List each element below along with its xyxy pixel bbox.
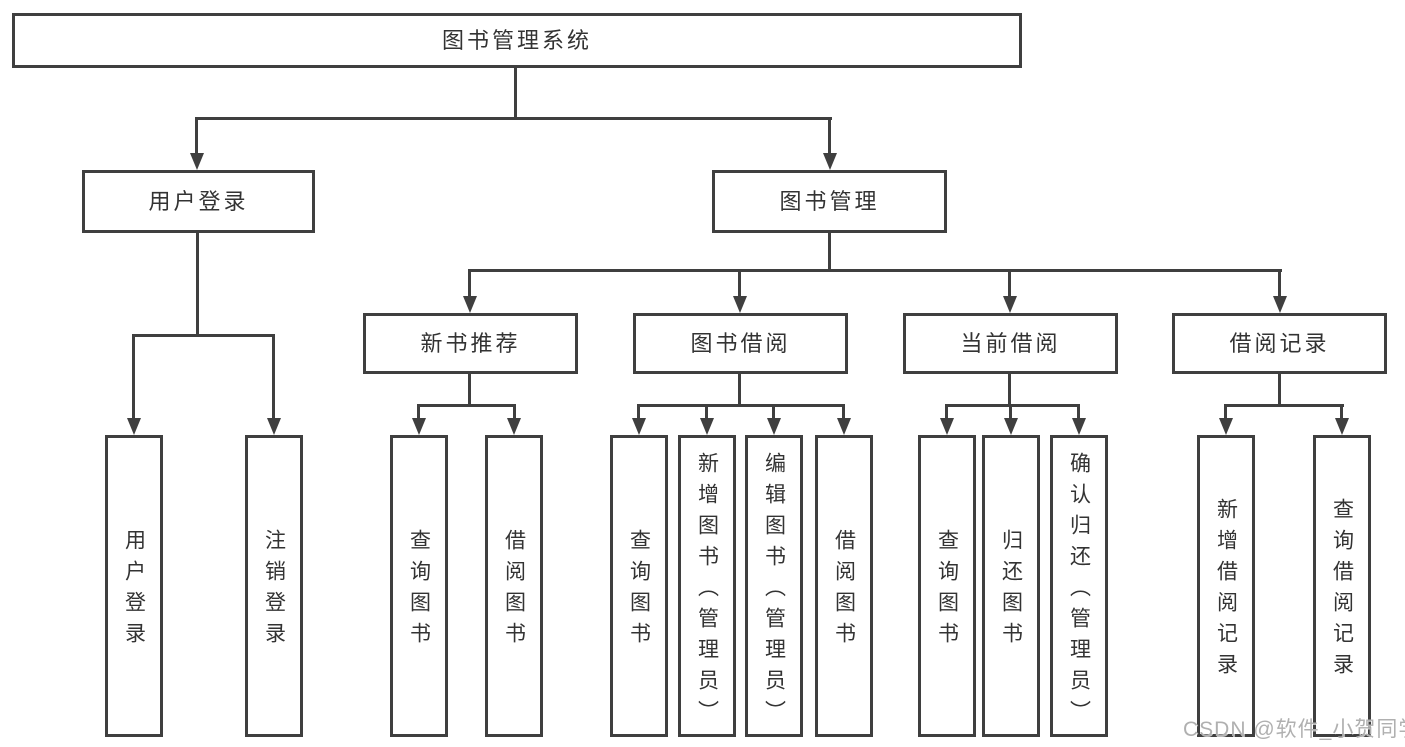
leaf-label: 编辑图书︵管理员︶ xyxy=(762,451,786,731)
leaf-label: 借阅图书 xyxy=(832,529,856,653)
connector-line xyxy=(1077,404,1080,420)
connector-line xyxy=(468,269,1282,272)
connector-line xyxy=(272,334,275,420)
leaf-borrow-books-borrowing: 借阅图书 xyxy=(815,435,873,737)
arrow-down-icon xyxy=(412,418,426,435)
connector-line xyxy=(1009,404,1012,420)
connector-line xyxy=(417,404,516,407)
arrow-down-icon xyxy=(1072,418,1086,435)
arrow-down-icon xyxy=(1335,418,1349,435)
node-label: 新书推荐 xyxy=(420,330,521,356)
connector-line xyxy=(828,233,831,272)
leaf-label: 查询图书 xyxy=(627,529,651,653)
node-user-login: 用户登录 xyxy=(82,170,315,233)
connector-line xyxy=(1008,374,1011,407)
arrow-down-icon xyxy=(700,418,714,435)
leaf-query-books-borrowing: 查询图书 xyxy=(610,435,668,737)
connector-line xyxy=(842,404,845,420)
arrow-down-icon xyxy=(823,153,837,170)
leaf-label: 新增借阅记录 xyxy=(1214,498,1238,684)
connector-line xyxy=(945,404,948,420)
leaf-add-book-admin: 新增图书︵管理员︶ xyxy=(678,435,736,737)
leaf-add-borrow-record: 新增借阅记录 xyxy=(1197,435,1255,737)
node-library-management-system: 图书管理系统 xyxy=(12,13,1022,68)
arrow-down-icon xyxy=(1004,418,1018,435)
leaf-edit-book-admin: 编辑图书︵管理员︶ xyxy=(745,435,803,737)
leaf-query-books-recommend: 查询图书 xyxy=(390,435,448,737)
node-label: 图书管理系统 xyxy=(441,27,592,53)
node-label: 借阅记录 xyxy=(1229,330,1330,356)
leaf-label: 新增图书︵管理员︶ xyxy=(695,451,719,731)
leaf-label: 查询图书 xyxy=(935,529,959,653)
connector-line xyxy=(468,269,471,298)
leaf-label: 归还图书 xyxy=(999,529,1023,653)
node-label: 图书管理 xyxy=(779,188,880,214)
leaf-label: 确认归还︵管理员︶ xyxy=(1067,451,1091,731)
connector-line xyxy=(772,404,775,420)
leaf-label: 查询借阅记录 xyxy=(1330,498,1354,684)
node-new-book-recommend: 新书推荐 xyxy=(363,313,578,374)
connector-line xyxy=(1224,404,1344,407)
leaf-label: 用户登录 xyxy=(122,529,146,653)
arrow-down-icon xyxy=(733,296,747,313)
node-book-borrowing: 图书借阅 xyxy=(633,313,848,374)
connector-line xyxy=(945,404,1080,407)
connector-line xyxy=(196,233,199,337)
arrow-down-icon xyxy=(507,418,521,435)
leaf-query-books-current: 查询图书 xyxy=(918,435,976,737)
connector-line xyxy=(637,404,845,407)
connector-line xyxy=(195,117,832,120)
leaf-borrow-books-recommend: 借阅图书 xyxy=(485,435,543,737)
node-borrowing-records: 借阅记录 xyxy=(1172,313,1387,374)
connector-line xyxy=(514,68,517,120)
leaf-user-login: 用户登录 xyxy=(105,435,163,737)
node-book-management: 图书管理 xyxy=(712,170,947,233)
connector-line xyxy=(1224,404,1227,420)
arrow-down-icon xyxy=(190,153,204,170)
connector-line xyxy=(195,117,198,155)
leaf-return-books: 归还图书 xyxy=(982,435,1040,737)
leaf-label: 借阅图书 xyxy=(502,529,526,653)
connector-line xyxy=(637,404,640,420)
arrow-down-icon xyxy=(1003,296,1017,313)
connector-line xyxy=(738,374,741,407)
connector-line xyxy=(705,404,708,420)
connector-line xyxy=(132,334,135,420)
connector-line xyxy=(1008,269,1011,298)
connector-line xyxy=(468,374,471,407)
node-label: 当前借阅 xyxy=(960,330,1061,356)
arrow-down-icon xyxy=(127,418,141,435)
arrow-down-icon xyxy=(463,296,477,313)
arrow-down-icon xyxy=(767,418,781,435)
leaf-label: 注销登录 xyxy=(262,529,286,653)
node-label: 图书借阅 xyxy=(690,330,791,356)
arrow-down-icon xyxy=(1273,296,1287,313)
arrow-down-icon xyxy=(267,418,281,435)
arrow-down-icon xyxy=(837,418,851,435)
connector-line xyxy=(1278,269,1281,298)
connector-line xyxy=(132,334,275,337)
arrow-down-icon xyxy=(940,418,954,435)
arrow-down-icon xyxy=(1219,418,1233,435)
arrow-down-icon xyxy=(632,418,646,435)
connector-line xyxy=(417,404,420,420)
connector-line xyxy=(1278,374,1281,407)
node-label: 用户登录 xyxy=(148,188,249,214)
connector-line xyxy=(1340,404,1343,420)
leaf-query-borrow-record: 查询借阅记录 xyxy=(1313,435,1371,737)
connector-line xyxy=(738,269,741,298)
leaf-label: 查询图书 xyxy=(407,529,431,653)
leaf-logout: 注销登录 xyxy=(245,435,303,737)
leaf-confirm-return-admin: 确认归还︵管理员︶ xyxy=(1050,435,1108,737)
node-current-borrowing: 当前借阅 xyxy=(903,313,1118,374)
connector-line xyxy=(513,404,516,420)
connector-line xyxy=(828,117,831,155)
